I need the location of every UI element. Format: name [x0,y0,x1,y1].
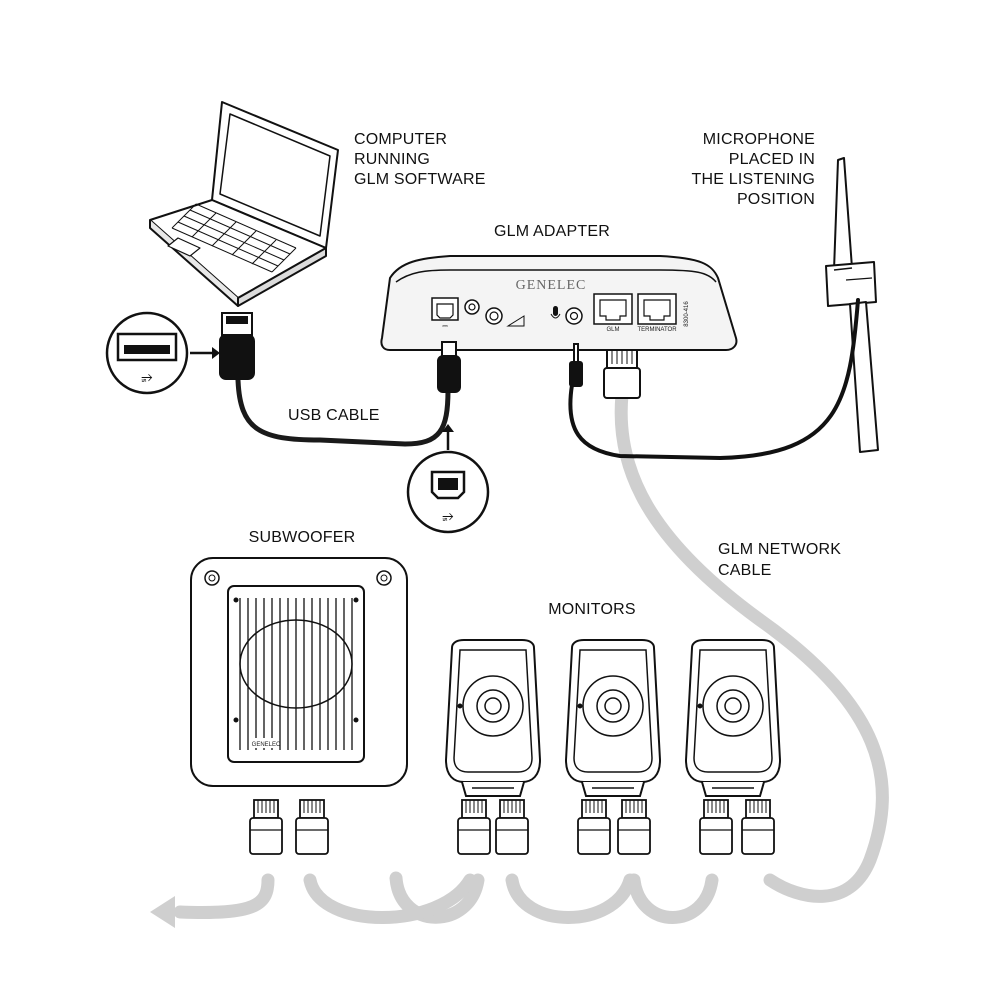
svg-text:GLM: GLM [606,327,619,333]
adapter-brand: GENELEC [516,278,587,293]
monitor-speaker-1 [444,639,542,797]
adapter-label: GLM ADAPTER [494,223,610,240]
svg-text:TERMINATOR: TERMINATOR [637,327,677,333]
usb-cable [235,377,451,447]
rj45-plug-icon [495,799,529,855]
subwoofer: GENELEC [190,557,408,787]
computer-label: COMPUTER RUNNING GLM SOFTWARE [354,131,486,188]
usb-cable-label: USB CABLE [288,407,380,424]
rj45-plug-icon [617,799,651,855]
mic-jack-plug [569,343,583,387]
usb-a-port-icon: ⭈ [105,311,189,395]
usb-b-plug [437,341,461,393]
monitors-label: MONITORS [548,601,636,618]
rj45-plugs [249,799,775,855]
usb-b-port-icon-callout: ⭈ [406,450,490,534]
glm-network-cable [173,388,889,924]
usb-symbol-icon: ⭈ [141,368,152,384]
usb-a-plug [219,312,255,380]
microphone-symbol-icon [550,306,561,319]
rj45-plug-icon [249,799,283,855]
model-number: 8300-416 [684,301,690,327]
arrow-left-icon [150,896,175,928]
svg-text:CABLE: CABLE [718,562,771,579]
rj45-plug-icon [457,799,491,855]
svg-text:GLM SOFTWARE: GLM SOFTWARE [354,171,486,188]
svg-text:PLACED IN: PLACED IN [729,151,815,168]
glm-port: GLM [593,293,633,333]
svg-text:RUNNING: RUNNING [354,151,430,168]
glm-adapter: GENELEC ⎓ GLM TERMINATOR [380,255,738,351]
pointer-arrow-usb-a [212,347,220,359]
rj45-plug-icon [295,799,329,855]
microphone-cable [568,298,860,461]
rj45-plug-icon [603,349,641,399]
terminator-port: TERMINATOR [637,293,677,333]
usb-symbol-icon: ⭈ [442,507,453,523]
svg-text:COMPUTER: COMPUTER [354,131,447,148]
network-cable-label: GLM NETWORK CABLE [718,541,841,579]
rj45-plug-icon [741,799,775,855]
subwoofer-brand: GENELEC [252,742,281,748]
usb-b-port-icon: ⎓ [431,297,459,330]
svg-text:POSITION: POSITION [737,191,815,208]
svg-text:⎓: ⎓ [442,323,448,330]
svg-text:MICROPHONE: MICROPHONE [703,131,815,148]
subwoofer-label: SUBWOOFER [249,529,356,546]
microphone-icon [825,157,879,453]
pointer-arrow-usb-b [442,424,454,432]
monitor-speaker-2 [564,639,662,797]
rj45-plug-icon [699,799,733,855]
svg-text:THE LISTENING: THE LISTENING [691,171,815,188]
svg-text:GLM NETWORK: GLM NETWORK [718,541,841,558]
rj45-plug-icon [577,799,611,855]
microphone-label: MICROPHONE PLACED IN THE LISTENING POSIT… [691,131,815,208]
monitor-speaker-3 [684,639,782,797]
laptop-icon [149,101,339,307]
